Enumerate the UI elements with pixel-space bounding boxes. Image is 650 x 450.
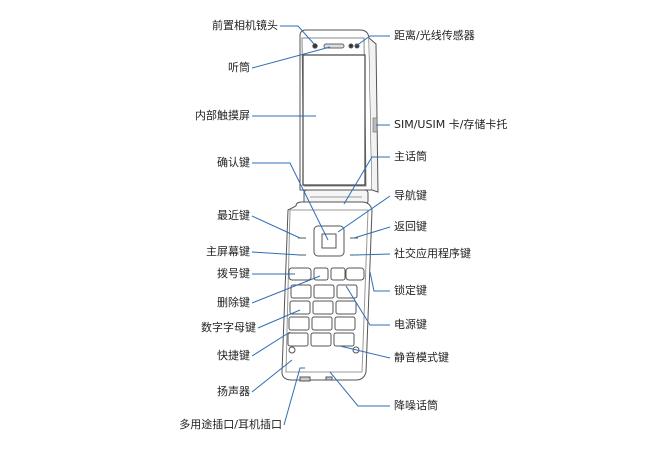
- label-back-key: 返回键: [394, 220, 427, 233]
- leader-shortcut-key: [251, 331, 291, 357]
- hinge: [303, 189, 369, 205]
- label-confirm-key: 确认键: [217, 156, 250, 169]
- keypad-key: [333, 332, 355, 347]
- label-dial-key: 拨号键: [217, 267, 250, 280]
- label-power-key: 电源键: [394, 318, 427, 331]
- label-front-camera: 前置相机镜头: [212, 19, 278, 32]
- keypad-key: [313, 284, 335, 299]
- label-social-app-key: 社交应用程序键: [394, 247, 471, 260]
- label-lock-key: 锁定键: [394, 284, 427, 297]
- keypad-key: [287, 332, 309, 347]
- label-proximity-sensor: 距离/光线传感器: [394, 29, 475, 42]
- label-noise-mic: 降噪话筒: [394, 399, 438, 412]
- leader-noise-mic: [329, 371, 390, 407]
- leader-proximity-sensor: [355, 35, 390, 47]
- lower-housing: [281, 201, 373, 382]
- label-earpiece: 听筒: [228, 61, 250, 74]
- leader-lines: [251, 25, 391, 426]
- leader-silent-mode-key: [339, 345, 391, 359]
- leader-confirm-key: [252, 162, 329, 241]
- leader-speaker: [251, 359, 293, 393]
- keypad-key: [312, 300, 334, 315]
- keypad-key: [311, 316, 333, 331]
- label-microphone: 主话筒: [394, 150, 427, 163]
- leader-navigation-key: [337, 195, 391, 233]
- label-silent-mode-key: 静音模式键: [394, 351, 449, 364]
- keypad-grid: [287, 284, 358, 347]
- leader-multipurpose-jack: [283, 367, 305, 426]
- label-multipurpose-jack: 多用途插口/耳机插口: [179, 418, 282, 431]
- leader-earpiece: [251, 46, 331, 69]
- leader-front-camera: [280, 25, 315, 45]
- label-home-key: 主屏幕键: [206, 245, 250, 258]
- label-delete-key: 删除键: [217, 296, 250, 309]
- leader-back-key: [353, 226, 391, 239]
- label-alphanumeric-keys: 数字字母键: [201, 321, 256, 334]
- keypad-key: [288, 316, 310, 331]
- leader-alphanumeric-keys: [257, 309, 301, 329]
- leader-power-key: [345, 285, 390, 326]
- leader-microphone: [343, 156, 390, 205]
- label-recent-key: 最近键: [217, 209, 250, 222]
- keypad-key: [290, 284, 312, 299]
- leader-recent-key: [251, 215, 301, 239]
- label-sim-tray: SIM/USIM 卡/存储卡托: [394, 118, 508, 131]
- label-inner-touchscreen: 内部触摸屏: [195, 109, 250, 122]
- label-navigation-key: 导航键: [394, 189, 427, 202]
- leader-lock-key: [369, 271, 390, 292]
- upper-housing: [299, 29, 379, 193]
- leader-social-app-key: [353, 253, 391, 256]
- keypad-key: [310, 332, 332, 347]
- keypad-key: [289, 300, 311, 315]
- keypad-key: [334, 316, 356, 331]
- leader-delete-key: [251, 275, 321, 304]
- label-speaker: 扬声器: [217, 385, 250, 398]
- keypad-key: [335, 300, 357, 315]
- label-shortcut-key: 快捷键: [217, 349, 250, 362]
- leader-home-key: [251, 251, 301, 256]
- keypad-key: [336, 284, 358, 299]
